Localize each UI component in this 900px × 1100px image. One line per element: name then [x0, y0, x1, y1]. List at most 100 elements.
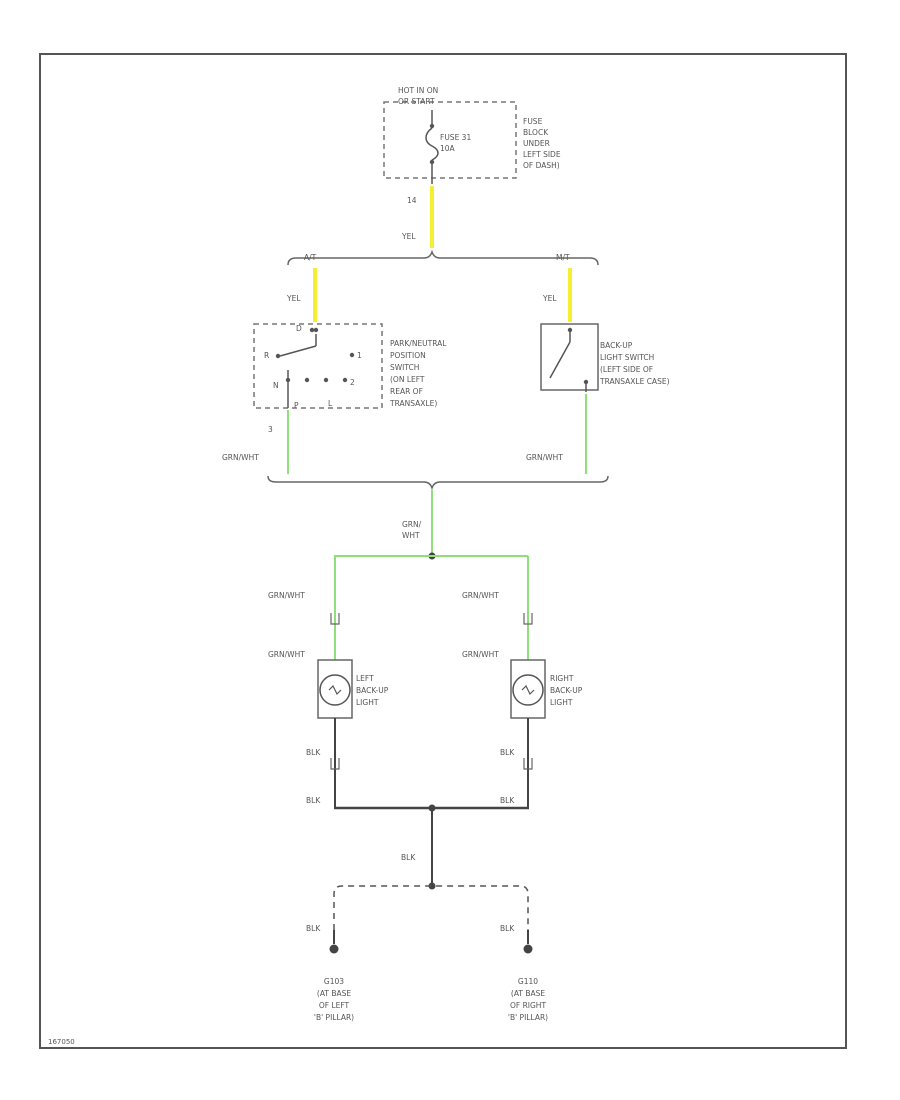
grn-wht-left-label: GRN/WHT — [222, 453, 259, 462]
right-lamp-connector: GRN/WHT GRN/WHT — [462, 591, 533, 659]
g-left-label-3: OF LEFT — [319, 1001, 350, 1010]
ground-split-splice — [428, 882, 436, 890]
blk-rb-label: BLK — [500, 796, 515, 805]
pos-r-label: R — [264, 351, 269, 360]
grn-label-1: GRN/ — [402, 520, 422, 529]
hot-in-on-label: HOT IN ON — [398, 86, 438, 95]
grn-wht-ll-label-2: GRN/WHT — [268, 650, 305, 659]
fuse-symbol — [425, 127, 439, 161]
pos-1-label: 1 — [357, 351, 362, 360]
fuse-terminal-bottom — [429, 159, 435, 165]
blk-ll-label: BLK — [306, 748, 321, 757]
pos-d-label: D — [296, 324, 302, 333]
backup-switch-arm — [549, 341, 571, 379]
pnp-terminal-in — [313, 327, 319, 333]
g-right-label-2: (AT BASE — [511, 989, 545, 998]
fuse-block-outline — [383, 101, 517, 179]
pnp-terminal-2 — [342, 377, 348, 383]
pnp-label-5: REAR OF — [390, 387, 423, 396]
fuse-terminal-top — [429, 123, 435, 129]
fuse-block: HOT IN ON OR START FUSE 31 10A FUSE BLOC… — [383, 86, 561, 184]
blk-lb-label: BLK — [306, 796, 321, 805]
at-label: A/T — [304, 253, 317, 262]
mt-label: M/T — [556, 253, 570, 262]
figure-id: 167050 — [48, 1038, 75, 1046]
backup-switch-label-1: BACK-UP — [600, 341, 633, 350]
right-lamp-filament — [521, 684, 535, 696]
or-start-label: OR START — [398, 97, 435, 106]
g-left-label-2: (AT BASE — [317, 989, 351, 998]
blk-left-connector — [330, 758, 340, 770]
fuse-block-label-3: UNDER — [523, 139, 550, 148]
pnp-terminal-mid1 — [304, 377, 310, 383]
g-left-label-4: 'B' PILLAR) — [314, 1013, 354, 1022]
blk-gr-label: BLK — [500, 924, 515, 933]
diagram-border — [39, 53, 847, 1049]
pnp-terminal-1 — [349, 352, 355, 358]
backup-switch-box — [540, 323, 599, 391]
grn-wht-rl-label-2: GRN/WHT — [462, 650, 499, 659]
park-neutral-position-switch: D R 1 N 2 P L PARK/NEUTRAL POSITION SWIT… — [253, 323, 447, 410]
yel-right-label: YEL — [542, 294, 557, 303]
blk-center-label: BLK — [401, 853, 416, 862]
g-right-label-3: OF RIGHT — [510, 1001, 546, 1010]
grn-wht-rl-label-1: GRN/WHT — [462, 591, 499, 600]
pos-l-label: L — [328, 399, 333, 408]
pos-n-label: N — [273, 381, 279, 390]
fuse-block-label-5: OF DASH) — [523, 161, 560, 170]
grn-wht-ll-label-1: GRN/WHT — [268, 591, 305, 600]
g-left-label-1: G103 — [324, 977, 344, 986]
fuse-block-label-4: LEFT SIDE — [523, 150, 561, 159]
pnp-terminal-mid2 — [323, 377, 329, 383]
pos-2-label: 2 — [350, 378, 355, 387]
pnp-switch-outline — [253, 323, 383, 409]
ground-g103-icon — [329, 944, 339, 954]
fuse-block-label-2: BLOCK — [523, 128, 549, 137]
fuse-block-label-1: FUSE — [523, 117, 543, 126]
left-lamp-filament — [328, 684, 342, 696]
left-lamp-bulb-icon — [319, 674, 351, 706]
pnp-label-3: SWITCH — [390, 363, 419, 372]
yel-left-label: YEL — [286, 294, 301, 303]
right-lamp-bulb-icon — [512, 674, 544, 706]
pnp-contact-arm — [279, 345, 317, 357]
right-backup-light: RIGHT BACK-UP LIGHT — [510, 659, 583, 719]
blk-gl-label: BLK — [306, 924, 321, 933]
pnp-terminal-d — [309, 327, 315, 333]
ground-g110-icon — [523, 944, 533, 954]
switch-merge-bracket — [267, 475, 609, 491]
pnp-pin-label: 3 — [268, 425, 273, 434]
pnp-label-1: PARK/NEUTRAL — [390, 339, 447, 348]
ground-split-dashed — [333, 885, 529, 930]
grn-label-2: WHT — [402, 531, 420, 540]
left-lamp-label-1: LEFT — [356, 674, 374, 683]
pnp-terminal-r — [275, 353, 281, 359]
pnp-label-2: POSITION — [390, 351, 426, 360]
grn-wht-right-label: GRN/WHT — [526, 453, 563, 462]
backup-switch-label-3: (LEFT SIDE OF — [600, 365, 653, 374]
left-backup-light: LEFT BACK-UP LIGHT — [317, 659, 389, 719]
backup-switch-label-2: LIGHT SWITCH — [600, 353, 654, 362]
backup-switch-terminal-top — [567, 327, 573, 333]
backup-switch-terminal-bottom — [583, 379, 589, 385]
fuse-amps-label: 10A — [440, 144, 456, 153]
yel-main-label: YEL — [401, 232, 416, 241]
left-lamp-label-3: LIGHT — [356, 698, 379, 707]
right-lamp-label-3: LIGHT — [550, 698, 573, 707]
fuse-pin-label: 14 — [407, 196, 417, 205]
right-lamp-label-2: BACK-UP — [550, 686, 583, 695]
blk-rl-label: BLK — [500, 748, 515, 757]
backup-switch-label-4: TRANSAXLE CASE) — [599, 377, 670, 386]
pos-p-label: P — [294, 401, 299, 410]
g-right-label-1: G110 — [518, 977, 538, 986]
pnp-label-4: (ON LEFT — [390, 375, 425, 384]
pnp-label-6: TRANSAXLE) — [389, 399, 437, 408]
right-lamp-label-1: RIGHT — [550, 674, 574, 683]
fuse-name-label: FUSE 31 — [440, 133, 471, 142]
option-split-bracket — [287, 249, 599, 266]
backup-light-switch: BACK-UP LIGHT SWITCH (LEFT SIDE OF TRANS… — [540, 323, 670, 392]
blk-right-connector — [523, 758, 533, 770]
g-right-label-4: 'B' PILLAR) — [508, 1013, 548, 1022]
left-lamp-connector: GRN/WHT GRN/WHT — [268, 591, 340, 659]
